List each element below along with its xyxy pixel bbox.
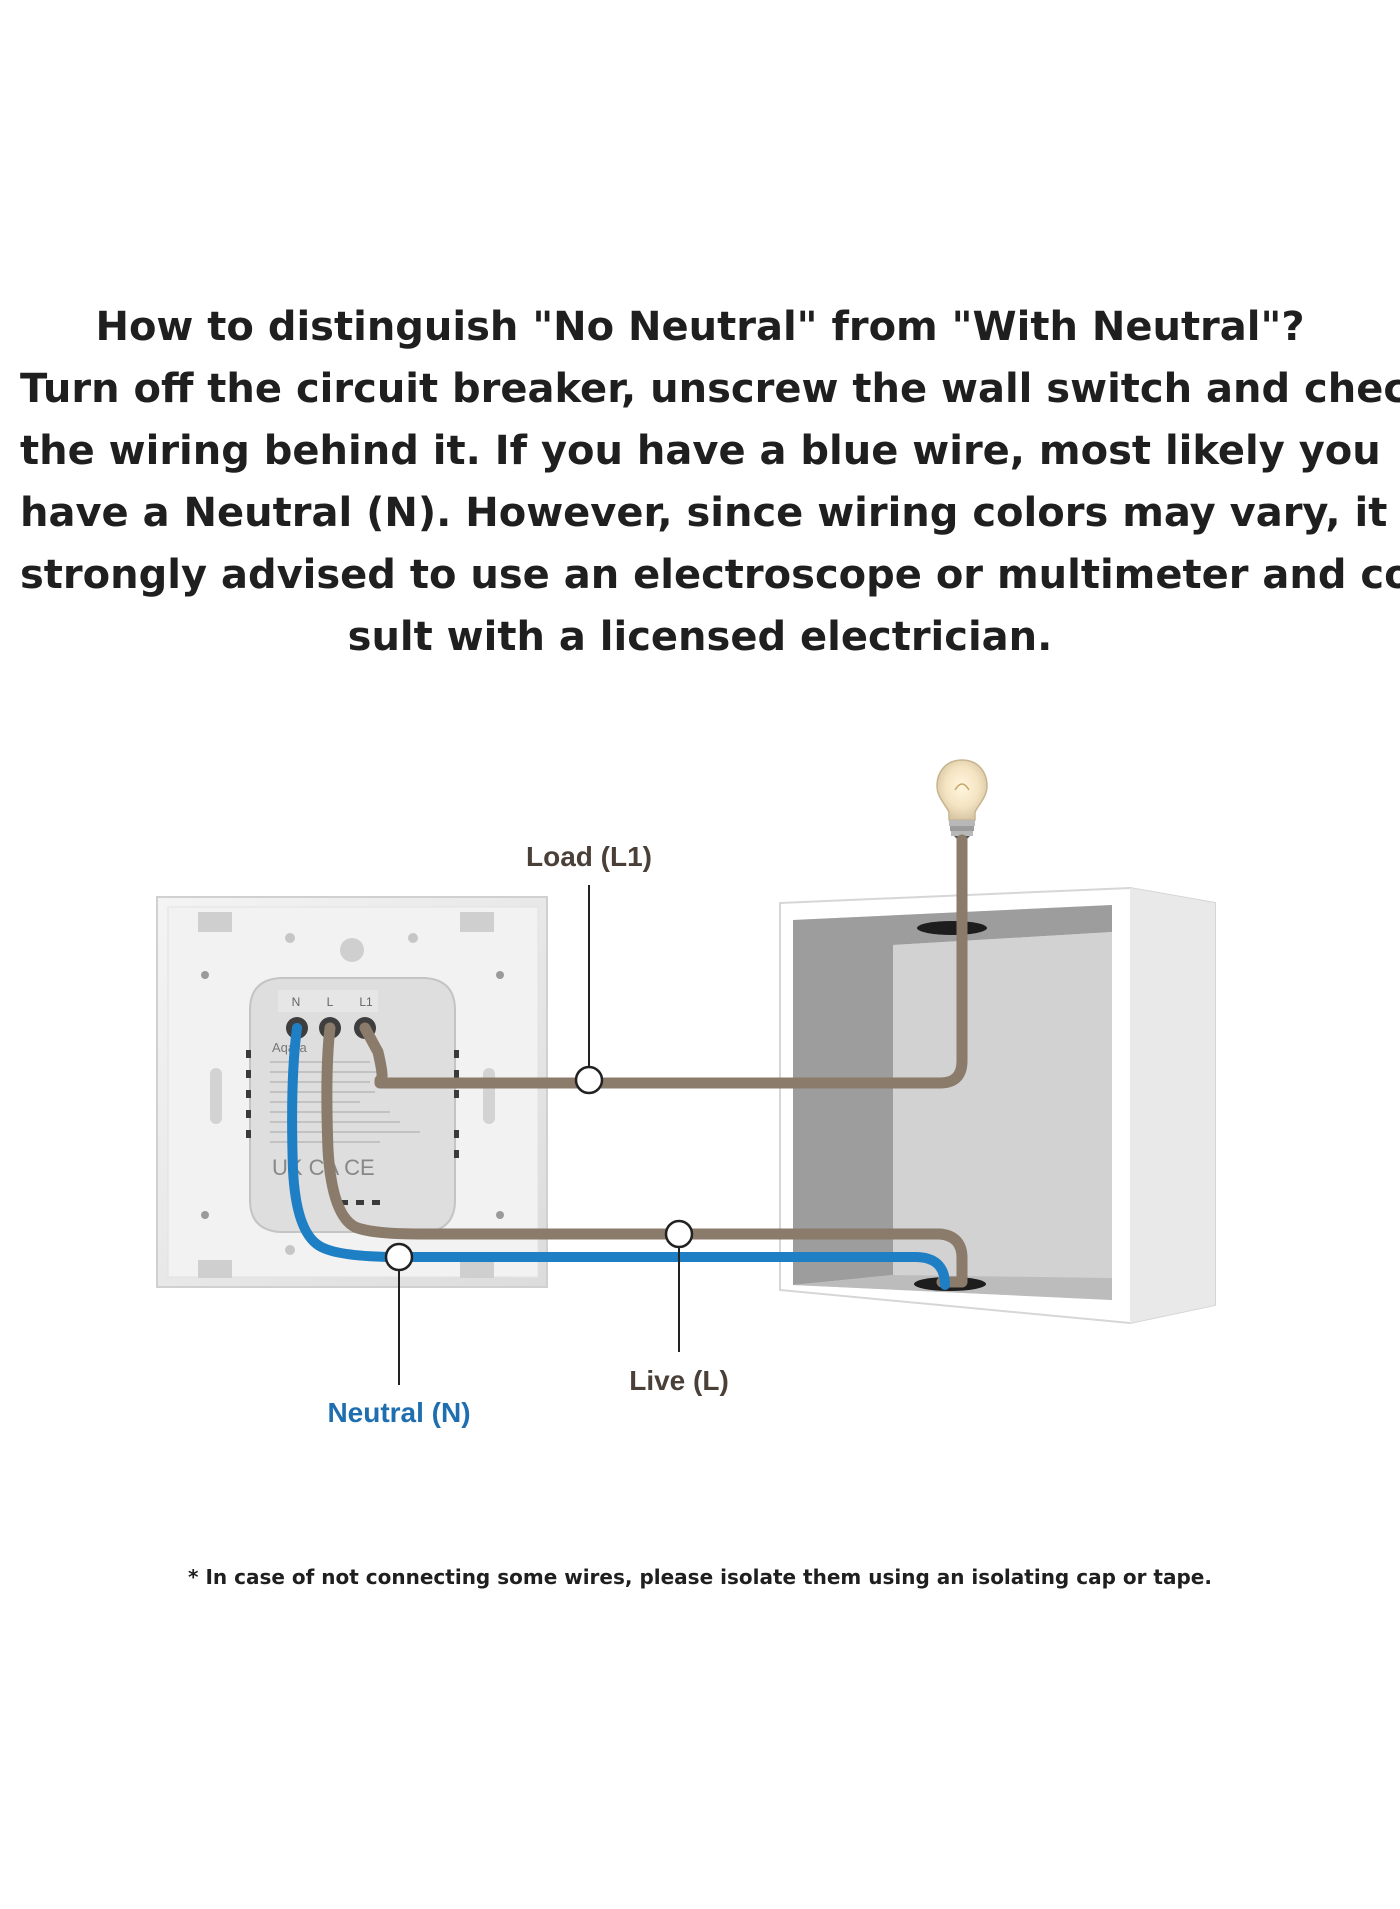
live-wire xyxy=(321,1022,968,1288)
neutral-label: Neutral (N) xyxy=(327,1397,470,1428)
headline-line-5: strongly advised to use an electroscope … xyxy=(20,552,1400,598)
neutral-wire xyxy=(287,1023,950,1290)
headline-line-6: sult with a licensed electrician. xyxy=(347,614,1053,660)
terminal-label-n: N xyxy=(292,995,301,1009)
footnote: * In case of not connecting some wires, … xyxy=(188,1565,1212,1589)
headline-line-3: the wiring behind it. If you have a blue… xyxy=(20,428,1381,474)
terminal-label-l1: L1 xyxy=(359,995,373,1009)
load-label: Load (L1) xyxy=(526,841,652,872)
load-wire xyxy=(359,834,968,1089)
switch-module xyxy=(246,977,459,1233)
live-junction-marker xyxy=(664,1219,694,1249)
headline-line-2: Turn off the circuit breaker, unscrew th… xyxy=(20,366,1400,412)
light-bulb-icon xyxy=(936,759,988,844)
headline: How to distinguish "No Neutral" from "Wi… xyxy=(20,296,1400,668)
headline-line-4: have a Neutral (N). However, since wirin… xyxy=(20,490,1400,536)
live-label: Live (L) xyxy=(629,1365,729,1396)
load-junction-marker xyxy=(574,1065,604,1095)
wires xyxy=(287,834,968,1290)
leader-lines xyxy=(398,885,680,1385)
wall-box xyxy=(779,886,1216,1325)
neutral-junction-marker xyxy=(384,1242,414,1272)
terminal-label-l: L xyxy=(327,995,334,1009)
headline-line-1: How to distinguish "No Neutral" from "Wi… xyxy=(95,304,1305,350)
